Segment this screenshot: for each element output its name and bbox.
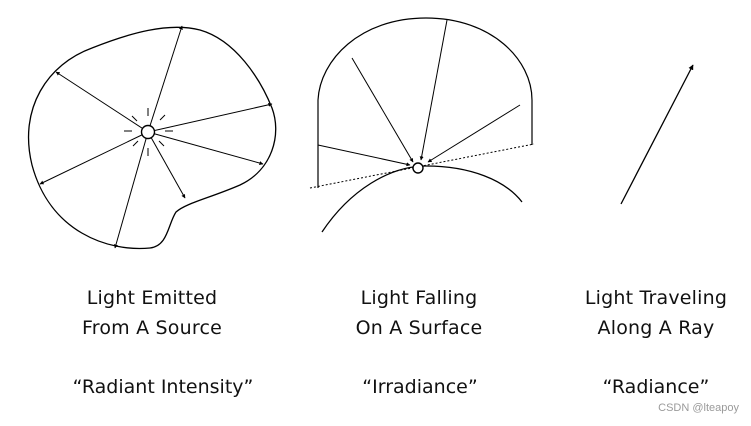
term-irradiance: “Irradiance” [362, 376, 478, 398]
radiance-diagram [620, 64, 694, 205]
caption-line-1: Light Traveling [584, 287, 728, 309]
caption-radiance: Light Traveling Along A Ray [546, 283, 751, 343]
incident-arrow-4 [427, 104, 521, 163]
receiving-surface [321, 165, 523, 233]
emission-arrow-lower-right [147, 131, 264, 165]
incident-arrow-2 [351, 57, 414, 163]
source-glow-rays [124, 108, 173, 156]
caption-irradiance: Light Falling On A Surface [309, 283, 529, 343]
caption-radiant-intensity: Light Emitted From A Source [42, 283, 262, 343]
caption-line-2: From A Source [81, 317, 222, 339]
radiant-intensity-diagram [27, 25, 277, 250]
term-radiance: “Radiance” [602, 376, 710, 398]
caption-line-2: On A Surface [355, 317, 483, 339]
emission-arrow-upper-left [55, 71, 149, 133]
point-light-source [140, 124, 156, 140]
watermark: CSDN @lteapoy [658, 402, 739, 414]
caption-line-2: Along A Ray [597, 317, 715, 339]
irradiance-diagram [309, 17, 535, 233]
incident-arrow-1 [317, 144, 411, 167]
incident-arrows [317, 19, 521, 167]
emission-arrows [39, 25, 273, 249]
emission-boundary [27, 26, 277, 250]
incident-arrow-3 [419, 19, 448, 161]
emission-arrow-down [114, 131, 149, 249]
term-radiant-intensity: “Radiant Intensity” [72, 376, 254, 398]
caption-line-1: Light Falling [360, 287, 478, 309]
caption-line-1: Light Emitted [86, 287, 218, 309]
hemisphere-dome [317, 17, 533, 188]
ray-arrow [620, 64, 694, 205]
emission-arrow-right [147, 102, 273, 133]
emission-arrow-up [147, 25, 183, 133]
emission-arrow-down-right [147, 131, 186, 199]
emission-arrow-left [39, 131, 149, 185]
surface-point [412, 162, 424, 174]
